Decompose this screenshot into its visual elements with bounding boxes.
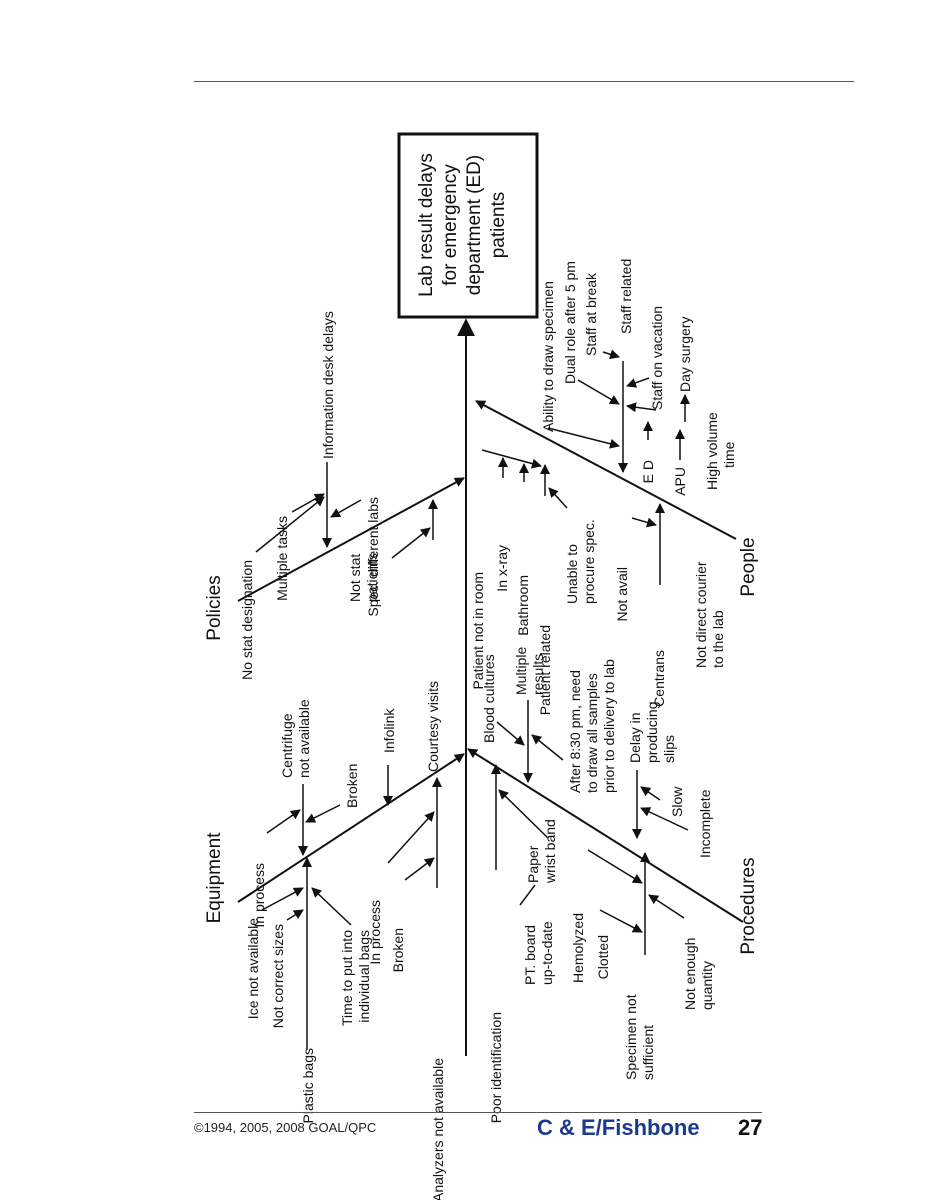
people-causes: Patient not in room In x-ray Bathroom Pa… [470, 259, 737, 716]
cause-pt-board-line-2: up-to-date [539, 921, 555, 985]
problem-line-2: for emergency [440, 164, 461, 286]
cause-paper-wrist-line-2: wrist band [542, 819, 558, 884]
cause-centrifuge-line-1: Centrifuge [279, 713, 295, 778]
cause-high-volume-line-2: time [721, 441, 737, 468]
cause-multiple-results-line-1: Multiple [513, 647, 529, 695]
cause-plastic-bags: Plastic bags [300, 1048, 316, 1123]
footer-page-number: 27 [738, 1115, 763, 1140]
cause-after-830-line-2: to draw all samples [584, 673, 600, 793]
cause-staff-vacation: Staff on vacation [649, 306, 665, 410]
cause-infolink: Infolink [381, 708, 397, 753]
cause-patient-not-in-room: Patient not in room [470, 572, 486, 690]
cause-after-830-line-1: After 8:30 pm, need [567, 670, 583, 793]
cause-broken-1: Broken [344, 764, 360, 808]
cause-staff-related: Staff related [618, 259, 634, 334]
cause-high-volume-line-1: High volume [704, 412, 720, 490]
cause-multiple-results-line-2: results [530, 654, 546, 695]
cause-not-correct-sizes: Not correct sizes [270, 924, 286, 1028]
category-policies: Policies [204, 575, 225, 640]
cause-unable-procure-line-1: Unable to [564, 544, 580, 604]
cause-not-stat-line-2: patients [364, 553, 380, 602]
cause-hemolyzed: Hemolyzed [570, 913, 586, 983]
category-equipment: Equipment [204, 832, 225, 924]
bone-people [475, 400, 737, 540]
problem-line-3: department (ED) [464, 155, 485, 295]
cause-not-enough-line-2: quantity [699, 961, 715, 1010]
cause-in-process-2: In process [367, 900, 383, 965]
bone-policies [237, 477, 465, 602]
cause-bathroom: Bathroom [515, 575, 531, 636]
cause-in-xray: In x-ray [494, 545, 510, 592]
cause-multiple-tasks: Multiple tasks [274, 516, 290, 601]
cause-staff-break: Staff at break [583, 272, 599, 356]
cause-courtesy: Courtesy visits [425, 681, 441, 772]
cause-unable-procure-line-2: procure spec. [581, 519, 597, 604]
cause-in-process-1: In process [251, 863, 267, 928]
cause-paper-wrist-line-1: Paper [525, 845, 541, 883]
cause-centrifuge-line-2: not available [296, 699, 312, 778]
cause-broken-2: Broken [390, 928, 406, 972]
cause-ability-draw: Ability to draw specimen [540, 281, 556, 432]
cause-info-desk: Information desk delays [320, 311, 336, 459]
cause-pt-board-line-1: PT. board [522, 925, 538, 985]
category-people: People [738, 537, 759, 596]
problem-line-1: Lab result delays [416, 153, 437, 297]
footer-copyright: ©1994, 2005, 2008 GOAL/QPC [194, 1120, 377, 1135]
bone-equipment [237, 753, 465, 903]
cause-ice-not-available: Ice not available [245, 918, 261, 1019]
problem-box [397, 132, 539, 319]
cause-analyzers: Analyzers not available [430, 1058, 446, 1200]
bottom-rule [194, 1112, 762, 1113]
cause-no-stat: No stat designation [239, 560, 255, 680]
equipment-causes: Ice not available Not correct sizes Plas… [245, 699, 446, 1200]
cause-time-to-put-line-2: individual bags [356, 930, 372, 1023]
cause-patient-related: Patient related [537, 625, 553, 715]
cause-not-direct-courier-line-1: Not direct courier [693, 561, 709, 668]
cause-incomplete: Incomplete [697, 789, 713, 858]
top-rule [194, 81, 854, 82]
cause-spec-different: Spec. different labs [365, 497, 381, 617]
policies-causes: No stat designation Multiple tasks Infor… [239, 311, 441, 772]
cause-clotted: Clotted [595, 935, 611, 979]
problem-statement: Lab result delays for emergency departme… [416, 153, 509, 297]
cause-apu: APU [672, 467, 688, 496]
cause-not-enough-line-1: Not enough [682, 938, 698, 1010]
cause-specimen-not-line-1: Specimen not [623, 994, 639, 1080]
cause-delay-slips-line-3: slips [661, 735, 677, 763]
category-procedures: Procedures [738, 857, 759, 954]
cause-blood-cultures: Blood cultures [481, 654, 497, 743]
cause-day-surgery: Day surgery [677, 317, 693, 392]
cause-not-stat-line-1: Not stat [347, 554, 363, 602]
cause-ed: E D [640, 460, 656, 483]
cause-dual-role: Dual role after 5 pm [562, 261, 578, 384]
footer-section-title: C & E/Fishbone [537, 1115, 700, 1140]
cause-time-to-put-line-1: Time to put into [339, 930, 355, 1026]
cause-specimen-not-line-2: sufficient [640, 1025, 656, 1080]
cause-centrans: Centrans [651, 650, 667, 707]
problem-line-4: patients [488, 192, 509, 259]
cause-after-830-line-3: prior to delivery to lab [601, 659, 617, 793]
cause-delay-slips-line-2: producing [644, 702, 660, 764]
procedures-causes: Poor identification PT. board up-to-date… [481, 647, 715, 1124]
cause-slow: Slow [669, 786, 685, 817]
cause-not-avail: Not avail [614, 567, 630, 621]
cause-delay-slips-line-1: Delay in [627, 712, 643, 763]
cause-poor-id: Poor identification [488, 1012, 504, 1123]
bone-procedures [467, 748, 744, 923]
cause-not-direct-courier-line-2: to the lab [710, 610, 726, 668]
